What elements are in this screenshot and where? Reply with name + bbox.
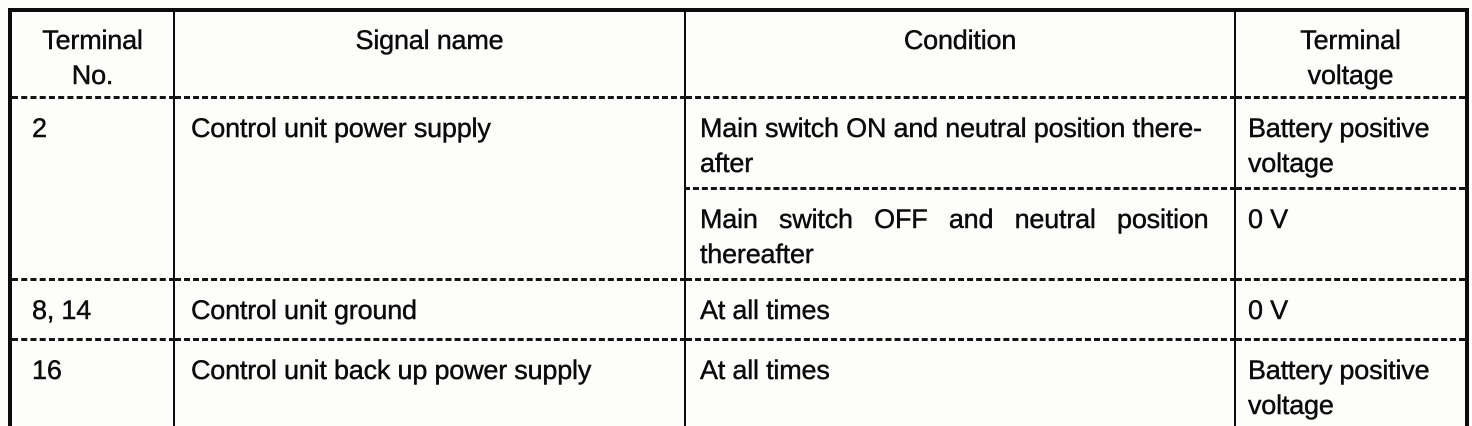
col-header-condition: Condition [684,8,1236,99]
cell-terminal-no: 16 [9,337,175,426]
table-row: 8, 14 Control unit ground At all times 0… [9,277,1468,341]
cell-signal-name: Control unit back up power supply [173,337,686,426]
table-row: Main switch OFF and neutral position the… [10,186,1468,281]
cell-signal-name: Control unit ground [173,277,686,341]
table-header-row: Terminal No. Signal name Condition Termi… [9,8,1468,99]
cell-condition: Main switch OFF and neutral position the… [684,186,1236,281]
cell-terminal-no: 8, 14 [9,277,175,341]
col-header-terminal-no: Terminal No. [9,8,175,99]
cell-terminal-voltage: Battery positive voltage [1234,337,1468,426]
table-row: 16 Control unit back up power supply At … [9,337,1468,426]
cell-condition: Main switch ON and neutral position ther… [684,95,1236,190]
col-header-terminal-voltage: Terminal voltage [1234,8,1468,99]
table-row: 2 Control unit power supply Main switch … [9,95,1468,281]
cell-terminal-no: 2 [9,95,175,281]
cell-signal-name: Control unit power supply [173,95,686,281]
cell-condition: At all times [684,277,1236,341]
cell-terminal-voltage: 0 V [1234,186,1468,281]
col-header-signal-name: Signal name [173,8,686,99]
cell-terminal-voltage: Battery positive voltage [1234,95,1468,190]
cell-terminal-voltage: 0 V [1234,277,1468,341]
cell-condition: At all times [684,337,1236,426]
terminal-voltage-table: Terminal No. Signal name Condition Termi… [8,8,1469,426]
